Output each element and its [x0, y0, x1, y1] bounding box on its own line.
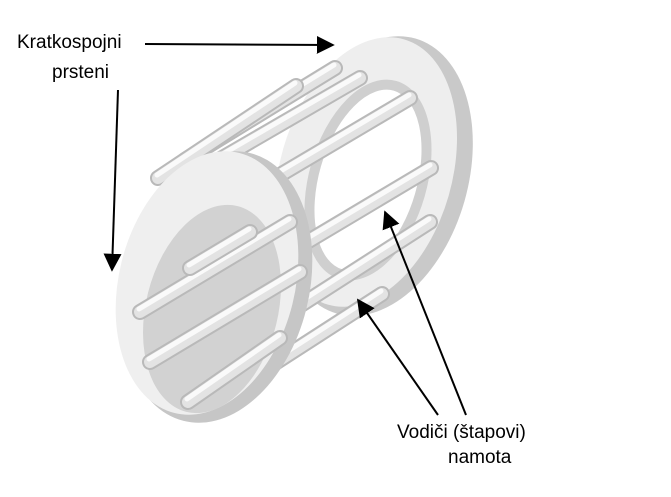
conductor-bar-inner-4	[182, 224, 258, 276]
conductor-bar-inner-1	[132, 214, 298, 320]
conductor-bar-6	[282, 214, 438, 320]
label-bars-line2: namota	[448, 447, 512, 468]
conductor-bar-4	[250, 90, 418, 196]
arrow-to-lower-bar	[356, 298, 439, 416]
arrow-to-upper-bar	[382, 210, 467, 416]
label-rings-line2: prsteni	[52, 62, 110, 83]
conductor-bars-visible	[132, 214, 308, 410]
callout-arrows	[103, 35, 467, 416]
label-rings-line1: Kratkospojni	[17, 32, 122, 53]
arrow-to-front-ring	[103, 89, 122, 272]
conductor-bar-inner-3	[180, 330, 288, 410]
conductor-bar-3	[150, 78, 304, 186]
label-bars-line1: Vodiči (štapovi)	[397, 422, 526, 443]
conductor-bar-inner-2	[142, 264, 308, 370]
arrow-to-back-ring	[144, 35, 335, 54]
